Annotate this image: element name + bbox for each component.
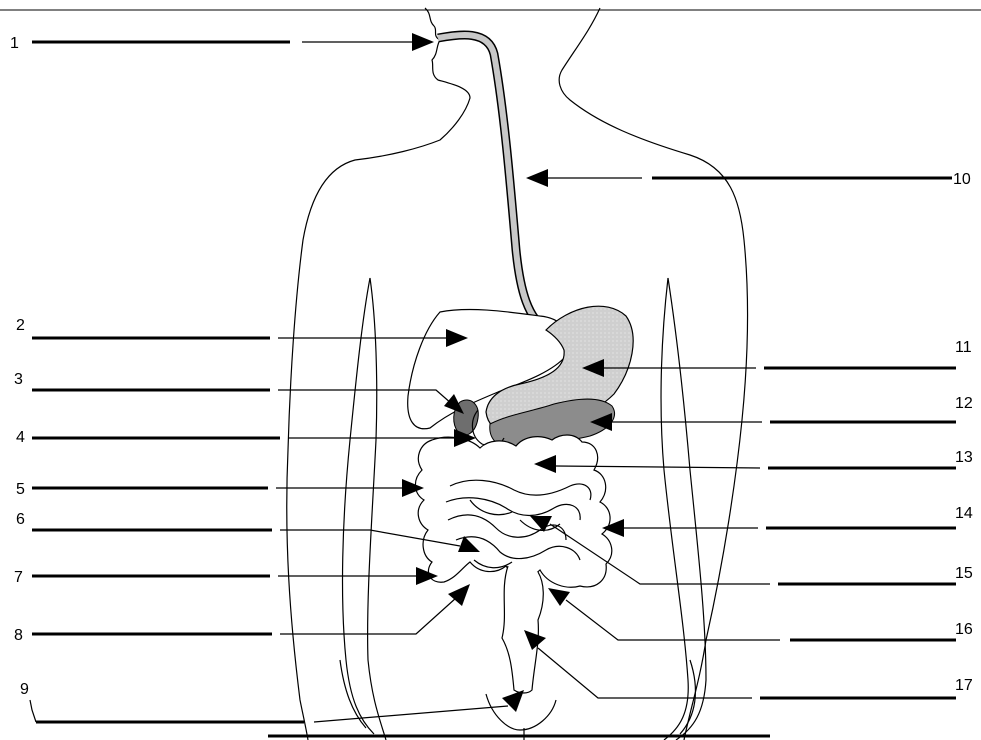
- label-9: 9: [20, 681, 29, 698]
- labels-left: 1 2 3 4 5 6 7 8 9: [10, 35, 29, 698]
- label-6: 6: [16, 511, 25, 528]
- rectum: [502, 566, 543, 693]
- label-2: 2: [16, 317, 25, 334]
- label-1: 1: [10, 35, 19, 52]
- large-intestine: [415, 435, 611, 587]
- labels-right: 10 11 12 13 14 15 16 17: [953, 171, 973, 694]
- esophagus-fill: [438, 35, 548, 330]
- label-14: 14: [955, 505, 973, 522]
- label-12: 12: [955, 395, 973, 412]
- label-9-tick: [30, 700, 36, 722]
- right-arm-inner: [661, 278, 688, 740]
- left-arm-inner: [343, 278, 374, 734]
- label-3: 3: [14, 371, 23, 388]
- label-5: 5: [16, 481, 25, 498]
- label-16: 16: [955, 621, 973, 638]
- arrowhead-16: [548, 588, 570, 606]
- label-11: 11: [955, 339, 972, 356]
- label-4: 4: [16, 429, 25, 446]
- arrowhead-1: [412, 33, 434, 51]
- arrowhead-10: [526, 169, 548, 187]
- label-7: 7: [14, 569, 23, 586]
- label-15: 15: [955, 565, 973, 582]
- label-17: 17: [955, 677, 973, 694]
- left-arm-inner-2: [368, 278, 386, 740]
- label-8: 8: [14, 627, 23, 644]
- pelvis-curve: [486, 694, 556, 730]
- label-10: 10: [953, 171, 971, 188]
- label-13: 13: [955, 449, 973, 466]
- arrowhead-9: [502, 690, 524, 712]
- esophagus: [438, 35, 548, 330]
